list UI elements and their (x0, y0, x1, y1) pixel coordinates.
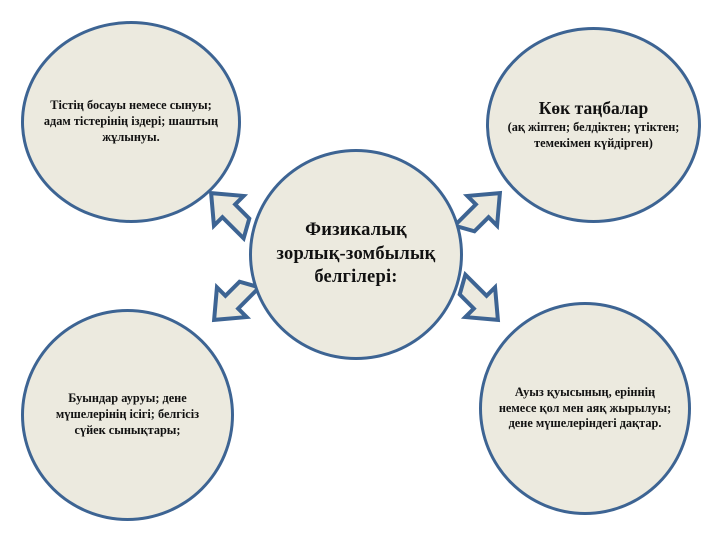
node-bottom-left-text: Буындар ауруы; дене мүшелерінің ісігі; б… (55, 391, 200, 437)
node-top-left-text: Тістің босауы немесе сынуы; адам тістері… (43, 98, 219, 144)
arrow-center-to-bottom-left (211, 279, 264, 323)
node-bottom-right: Ауыз қуысының, еріннің немесе қол мен ая… (479, 302, 691, 515)
node-top-right-text: (ақ жіптен; белдіктен; үтіктен; темекіме… (507, 120, 680, 151)
node-top-right: Көк таңбалар (ақ жіптен; белдіктен; үтік… (486, 27, 701, 223)
center-node: Физикалық зорлық-зомбылық белгілері: (249, 149, 463, 360)
node-bottom-left: Буындар ауруы; дене мүшелерінің ісігі; б… (21, 309, 234, 521)
node-bottom-right-text: Ауыз қуысының, еріннің немесе қол мен ая… (498, 384, 672, 431)
arrow-center-to-top-right (450, 190, 503, 234)
arrow-center-to-top-left (208, 190, 252, 243)
arrow-center-to-bottom-right (457, 270, 501, 323)
node-top-right-content: Көк таңбалар (ақ жіптен; белдіктен; үтік… (506, 98, 682, 153)
node-top-left: Тістің босауы немесе сынуы; адам тістері… (21, 21, 241, 223)
node-top-right-heading: Көк таңбалар (538, 97, 649, 118)
center-node-label: Физикалық зорлық-зомбылық белгілері: (276, 219, 436, 288)
